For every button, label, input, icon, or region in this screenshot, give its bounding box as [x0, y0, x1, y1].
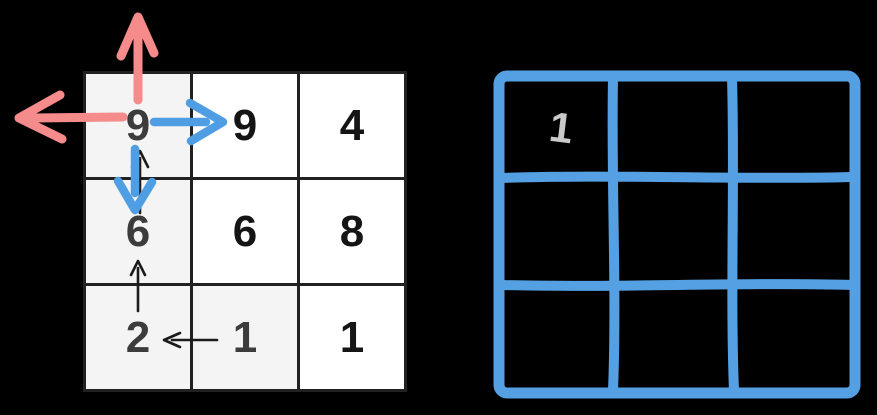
- value-grid-cell-r2c0: 2: [86, 286, 190, 389]
- cell-value: 4: [339, 100, 365, 150]
- answer-grid-border: [493, 70, 861, 399]
- cell-value: 2: [125, 312, 151, 362]
- answer-grid-cell-r1c1: [619, 184, 735, 287]
- answer-grid-cell-r2c2: [735, 286, 851, 389]
- answer-grid-cell-r1c2: [735, 184, 851, 287]
- answer-grid-cell-r0c2: [735, 81, 851, 184]
- answer-grid-cell-r1c0: [503, 184, 619, 287]
- answer-grid-lines: [493, 70, 861, 399]
- cell-value: 1: [339, 312, 365, 362]
- value-grid-cell-r0c0: 9: [86, 74, 190, 177]
- value-grid-cell-r1c1: 6: [193, 180, 297, 283]
- answer-grid-cell-r0c1: [619, 81, 735, 184]
- answer-grid-hline-1: [496, 171, 858, 183]
- cell-value: 1: [232, 312, 258, 362]
- cell-value: 6: [125, 206, 151, 256]
- answer-cell-value: 1: [547, 103, 576, 153]
- answer-grid-cell-r2c1: [619, 286, 735, 389]
- answer-grid-vline-1: [607, 73, 620, 396]
- answer-grid-vline-2: [727, 73, 739, 396]
- value-grid-cell-r2c1: 1: [193, 286, 297, 389]
- answer-grid-cell-r2c0: [503, 286, 619, 389]
- cell-value: 9: [232, 100, 258, 150]
- value-grid-cell-r1c2: 8: [300, 180, 404, 283]
- value-grid-cell-r2c2: 1: [300, 286, 404, 389]
- answer-grid-hline-2: [496, 279, 858, 291]
- value-grid-cell-r0c2: 4: [300, 74, 404, 177]
- answer-grid-strokes: [493, 70, 861, 399]
- value-grid-cell-r0c1: 9: [193, 74, 297, 177]
- value-grid: 9 9 4 6 6 8 2 1 1: [83, 71, 407, 392]
- cell-value: 9: [125, 100, 151, 150]
- answer-grid-cell-r0c0: 1: [503, 81, 619, 184]
- answer-grid: 1: [492, 70, 862, 400]
- answer-grid-cells: 1: [503, 81, 851, 389]
- cell-value: 8: [339, 206, 365, 256]
- value-grid-cell-r1c0: 6: [86, 180, 190, 283]
- cell-value: 6: [232, 206, 258, 256]
